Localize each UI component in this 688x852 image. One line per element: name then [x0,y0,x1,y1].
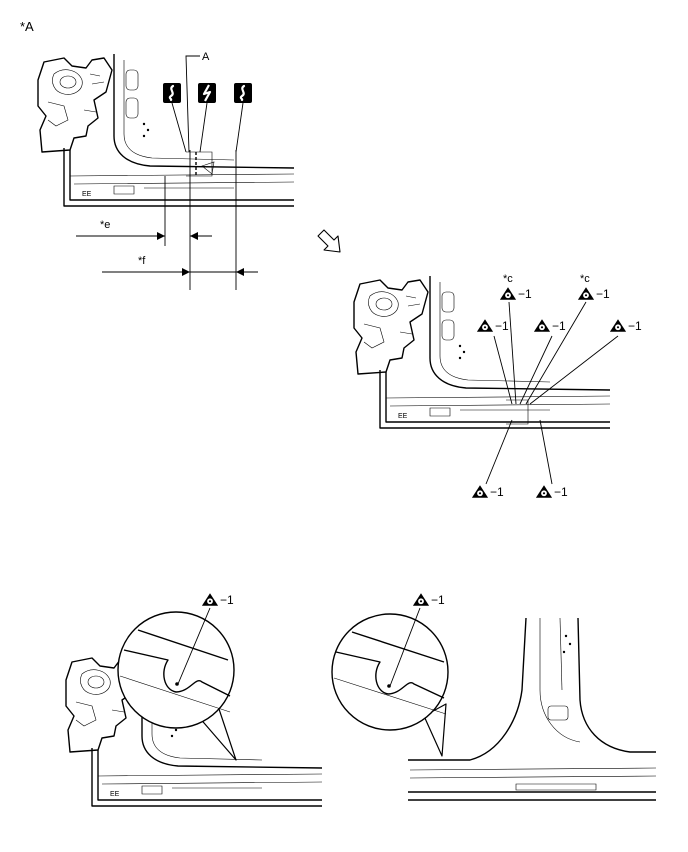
dimension-f-label: *f [138,255,146,267]
bottom-left-callout: −1 [220,593,234,607]
figure-label: *A [20,19,34,34]
svg-text:−1: −1 [490,485,504,499]
point-label-a: A [202,51,210,63]
callout-bottom-left: −1 [471,485,504,499]
callout-mid-right: −1 [609,319,642,333]
bottom-left-view: −1 [65,593,323,807]
spot-weld-triangle-icon [577,287,595,300]
svg-text:−1: −1 [518,287,532,301]
svg-text:*c: *c [580,273,590,285]
svg-text:−1: −1 [596,287,610,301]
dimension-e-label: *e [100,219,110,231]
spot-weld-triangle-icon [499,287,517,300]
spot-weld-triangle-icon [471,485,489,498]
callout-mid-center: −1 [533,319,566,333]
callout-bottom-right: −1 [535,485,568,499]
middle-view: *c −1 *c −1 −1 −1 −1 −1 −1 [353,273,642,499]
spot-weld-triangle-icon [535,485,553,498]
spot-weld-triangle-icon [201,593,219,606]
top-view: A *e *f [37,51,295,290]
svg-text:−1: −1 [495,319,509,333]
svg-text:−1: −1 [628,319,642,333]
spot-weld-triangle-icon [609,319,627,332]
svg-text:−1: −1 [554,485,568,499]
callout-c-left: *c −1 [499,273,532,301]
spot-weld-triangle-icon [476,319,494,332]
callout-mid-left: −1 [476,319,509,333]
svg-text:−1: −1 [552,319,566,333]
bottom-right-view: −1 [331,593,657,801]
wavy-cut-icon [234,83,252,103]
wavy-cut-icon [163,83,181,103]
spot-weld-triangle-icon [412,593,430,606]
bottom-right-callout: −1 [431,593,445,607]
svg-text:*c: *c [503,273,513,285]
zigzag-cut-icon [198,83,216,103]
hollow-down-right-arrow-icon [317,229,341,253]
spot-weld-triangle-icon [533,319,551,332]
callout-c-right: *c −1 [577,273,610,301]
